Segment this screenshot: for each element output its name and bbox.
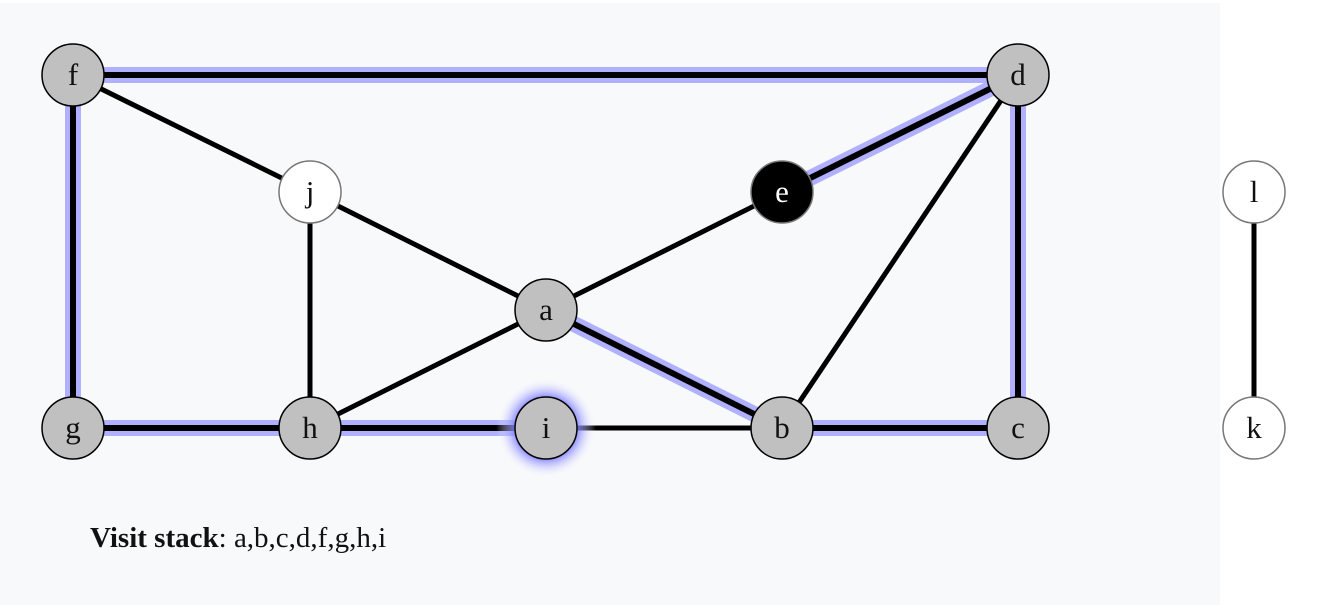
node-label: f <box>68 57 79 92</box>
node-circle <box>986 43 1050 107</box>
caption-separator: : <box>218 522 234 554</box>
visit-stack-caption: Visit stack: a,b,c,d,f,g,h,i <box>90 522 386 555</box>
node-circle <box>278 160 342 224</box>
node-label: h <box>302 410 318 445</box>
node-g[interactable]: g <box>41 396 105 460</box>
node-label: b <box>774 410 790 445</box>
edge-j-a <box>308 189 548 313</box>
node-label: a <box>539 292 553 327</box>
node-circle <box>1222 160 1286 224</box>
node-label: g <box>65 410 81 445</box>
node-label: e <box>775 174 789 209</box>
edge-a-h <box>308 307 548 431</box>
edge-d-b <box>779 73 1021 430</box>
node-k[interactable]: k <box>1222 396 1286 460</box>
node-j[interactable]: j <box>278 160 342 224</box>
node-circle <box>986 396 1050 460</box>
node-label: c <box>1011 410 1025 445</box>
node-circle <box>41 396 105 460</box>
node-a[interactable]: a <box>514 278 578 342</box>
node-circle <box>750 396 814 460</box>
node-h[interactable]: h <box>278 396 342 460</box>
node-circle <box>41 43 105 107</box>
node-d[interactable]: d <box>986 43 1050 107</box>
node-circle <box>514 278 578 342</box>
visit-stack-label: Visit stack <box>90 522 219 554</box>
node-circle <box>514 396 578 460</box>
edge-a-b <box>544 307 784 431</box>
node-label: j <box>305 174 315 209</box>
node-circle <box>278 396 342 460</box>
node-f[interactable]: f <box>41 43 105 107</box>
node-i[interactable]: i <box>496 378 596 478</box>
node-circle <box>750 160 814 224</box>
node-l[interactable]: l <box>1222 160 1286 224</box>
node-label: i <box>542 410 551 445</box>
node-c[interactable]: c <box>986 396 1050 460</box>
edge-a-e <box>544 189 784 313</box>
edge-f-j <box>71 72 312 195</box>
node-e[interactable]: e <box>750 160 814 224</box>
node-label: l <box>1250 174 1259 209</box>
visit-stack-value: a,b,c,d,f,g,h,i <box>233 522 387 554</box>
node-circle <box>1222 396 1286 460</box>
edge-d-e <box>780 72 1020 195</box>
node-label: k <box>1246 410 1262 445</box>
node-b[interactable]: b <box>750 396 814 460</box>
node-label: d <box>1010 57 1026 92</box>
